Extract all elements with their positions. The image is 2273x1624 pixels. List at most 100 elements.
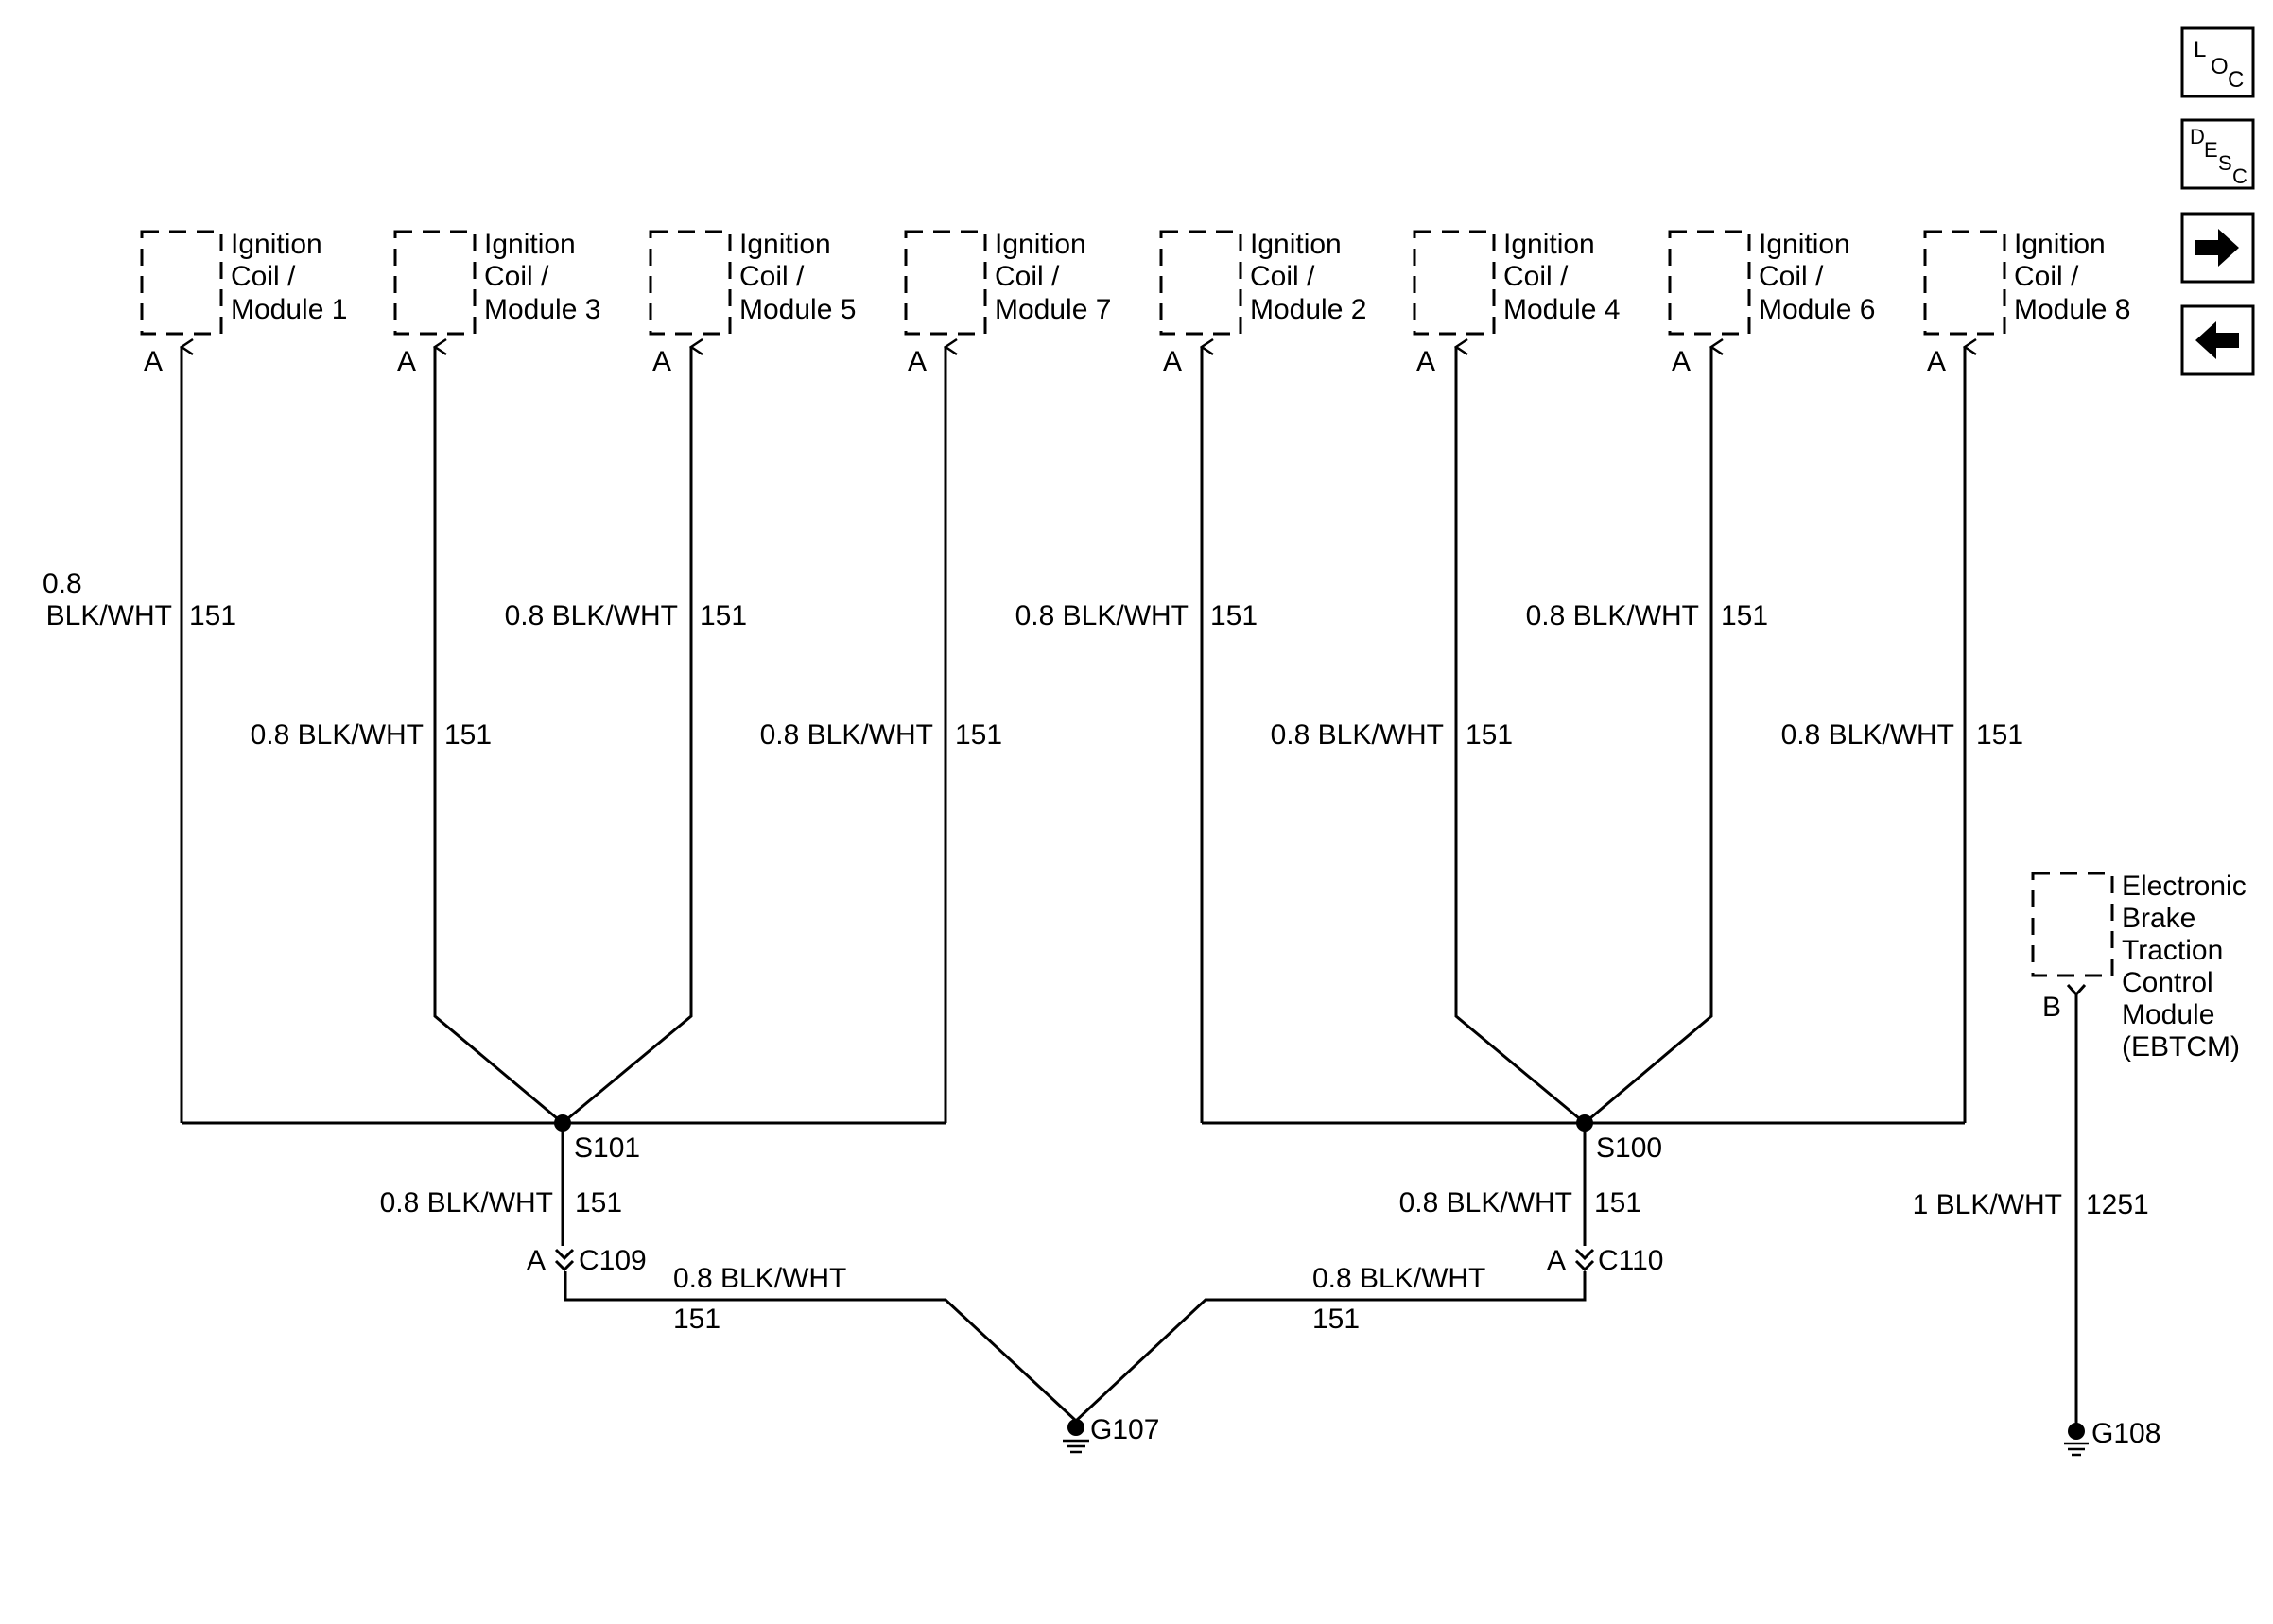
circuit-label-left-ground: 151 bbox=[673, 1304, 720, 1335]
svg-text:Module 5: Module 5 bbox=[739, 294, 856, 325]
ground-g107-symbol bbox=[1063, 1419, 1089, 1454]
svg-text:Ignition: Ignition bbox=[739, 229, 831, 260]
arrow-right-icon bbox=[2195, 229, 2239, 267]
component-label-coil-7: Ignition Coil / Module 7 bbox=[995, 229, 1111, 325]
desc-letter-c: C bbox=[2232, 164, 2247, 188]
desc-letter-e: E bbox=[2204, 138, 2218, 162]
svg-text:Ignition: Ignition bbox=[1250, 229, 1342, 260]
loc-letter-c: C bbox=[2228, 67, 2244, 93]
svg-text:Coil /: Coil / bbox=[1503, 261, 1569, 292]
ebtcm-pin-fork bbox=[2066, 983, 2087, 997]
component-label-coil-4: Ignition Coil / Module 4 bbox=[1503, 229, 1620, 325]
wire-label-coil-4: 0.8 BLK/WHT bbox=[1271, 719, 1444, 751]
wire-label-coil-5: 0.8 BLK/WHT bbox=[505, 600, 678, 631]
ebtcm-box bbox=[2031, 872, 2114, 977]
pin-label-coil-3: A bbox=[397, 346, 416, 377]
component-label-coil-5: Ignition Coil / Module 5 bbox=[739, 229, 856, 325]
wire-coil-5 bbox=[562, 347, 691, 1125]
connector-c110-symbol bbox=[1574, 1248, 1595, 1272]
desc-letter-d: D bbox=[2190, 125, 2205, 148]
circuit-label-coil-1: 151 bbox=[189, 600, 236, 631]
connector-c109-symbol bbox=[554, 1248, 575, 1272]
pin-label-coil-7: A bbox=[908, 346, 927, 377]
component-label-coil-8: Ignition Coil / Module 8 bbox=[2014, 229, 2130, 325]
wire-label-coil-1-size: 0.8 bbox=[43, 568, 82, 599]
wire-c109-g107 bbox=[564, 1271, 1078, 1423]
wire-label-coil-1-color: BLK/WHT bbox=[46, 600, 172, 631]
svg-text:Coil /: Coil / bbox=[1759, 261, 1824, 292]
connector-c109-pin: A bbox=[527, 1245, 546, 1276]
connector-c110-pin: A bbox=[1547, 1245, 1566, 1276]
ground-label-g107: G107 bbox=[1090, 1414, 1159, 1445]
svg-text:Module 1: Module 1 bbox=[231, 294, 347, 325]
coil-box-6 bbox=[1668, 230, 1751, 336]
wire-coil-3 bbox=[435, 347, 564, 1125]
wire-label-coil-7: 0.8 BLK/WHT bbox=[760, 719, 933, 751]
svg-text:(EBTCM): (EBTCM) bbox=[2122, 1031, 2240, 1063]
component-label-ebtcm: Electronic Brake Traction Control Module… bbox=[2122, 871, 2247, 1063]
circuit-label-s100-down: 151 bbox=[1594, 1187, 1641, 1218]
coil-box-1 bbox=[140, 230, 223, 336]
circuit-label-coil-4: 151 bbox=[1466, 719, 1513, 751]
svg-text:Coil /: Coil / bbox=[739, 261, 805, 292]
arrow-left-icon bbox=[2195, 321, 2239, 359]
circuit-label-right-ground: 151 bbox=[1312, 1304, 1360, 1335]
svg-text:Coil /: Coil / bbox=[995, 261, 1060, 292]
svg-text:Ignition: Ignition bbox=[995, 229, 1086, 260]
svg-text:Module 7: Module 7 bbox=[995, 294, 1111, 325]
svg-text:Module 8: Module 8 bbox=[2014, 294, 2130, 325]
previous-page-button[interactable] bbox=[2180, 304, 2255, 376]
connector-c109-name: C109 bbox=[579, 1245, 647, 1276]
wire-label-ebtcm: 1 BLK/WHT bbox=[1913, 1189, 2062, 1220]
svg-text:Coil /: Coil / bbox=[484, 261, 549, 292]
component-label-coil-2: Ignition Coil / Module 2 bbox=[1250, 229, 1366, 325]
loc-letter-l: L bbox=[2194, 37, 2206, 62]
pin-label-coil-2: A bbox=[1163, 346, 1182, 377]
next-page-button[interactable] bbox=[2180, 212, 2255, 284]
svg-text:Brake: Brake bbox=[2122, 903, 2195, 934]
wire-label-left-ground: 0.8 BLK/WHT bbox=[673, 1263, 846, 1294]
circuit-label-s101-down: 151 bbox=[575, 1187, 622, 1218]
ground-label-g108: G108 bbox=[2091, 1418, 2160, 1449]
svg-text:Ignition: Ignition bbox=[2014, 229, 2106, 260]
circuit-label-coil-3: 151 bbox=[444, 719, 492, 751]
wire-label-coil-8: 0.8 BLK/WHT bbox=[1781, 719, 1954, 751]
component-label-coil-6: Ignition Coil / Module 6 bbox=[1759, 229, 1875, 325]
desc-letter-s: S bbox=[2218, 151, 2232, 175]
pin-label-coil-1: A bbox=[144, 346, 163, 377]
wire-label-right-ground: 0.8 BLK/WHT bbox=[1312, 1263, 1485, 1294]
svg-text:Module 3: Module 3 bbox=[484, 294, 600, 325]
pin-label-coil-4: A bbox=[1416, 346, 1435, 377]
svg-text:Traction: Traction bbox=[2122, 935, 2223, 966]
svg-text:Ignition: Ignition bbox=[1503, 229, 1595, 260]
coil-box-5 bbox=[649, 230, 732, 336]
pin-label-coil-6: A bbox=[1672, 346, 1691, 377]
svg-text:Control: Control bbox=[2122, 967, 2213, 998]
coil-box-3 bbox=[393, 230, 477, 336]
wire-coil-4 bbox=[1456, 347, 1586, 1125]
pin-label-coil-5: A bbox=[652, 346, 671, 377]
desc-button[interactable]: D E S C bbox=[2180, 118, 2255, 190]
wire-label-coil-3: 0.8 BLK/WHT bbox=[251, 719, 424, 751]
circuit-label-coil-6: 151 bbox=[1721, 600, 1768, 631]
component-label-coil-1: Ignition Coil / Module 1 bbox=[231, 229, 347, 325]
wire-label-coil-2: 0.8 BLK/WHT bbox=[1015, 600, 1189, 631]
wire-label-s101-down: 0.8 BLK/WHT bbox=[380, 1187, 553, 1218]
svg-text:Module 2: Module 2 bbox=[1250, 294, 1366, 325]
circuit-label-coil-7: 151 bbox=[955, 719, 1002, 751]
ground-g108-symbol bbox=[2064, 1423, 2089, 1457]
component-label-coil-3: Ignition Coil / Module 3 bbox=[484, 229, 600, 325]
pin-label-coil-8: A bbox=[1927, 346, 1946, 377]
svg-text:Ignition: Ignition bbox=[1759, 229, 1850, 260]
circuit-label-ebtcm: 1251 bbox=[2086, 1189, 2149, 1220]
coil-box-4 bbox=[1413, 230, 1496, 336]
circuit-label-coil-5: 151 bbox=[700, 600, 747, 631]
wire-label-s100-down: 0.8 BLK/WHT bbox=[1399, 1187, 1572, 1218]
svg-text:Ignition: Ignition bbox=[484, 229, 576, 260]
pin-label-ebtcm: B bbox=[2042, 992, 2061, 1023]
svg-text:Coil /: Coil / bbox=[1250, 261, 1315, 292]
svg-text:Module 6: Module 6 bbox=[1759, 294, 1875, 325]
loc-button[interactable]: L O C bbox=[2180, 26, 2255, 98]
wire-label-coil-6: 0.8 BLK/WHT bbox=[1526, 600, 1699, 631]
